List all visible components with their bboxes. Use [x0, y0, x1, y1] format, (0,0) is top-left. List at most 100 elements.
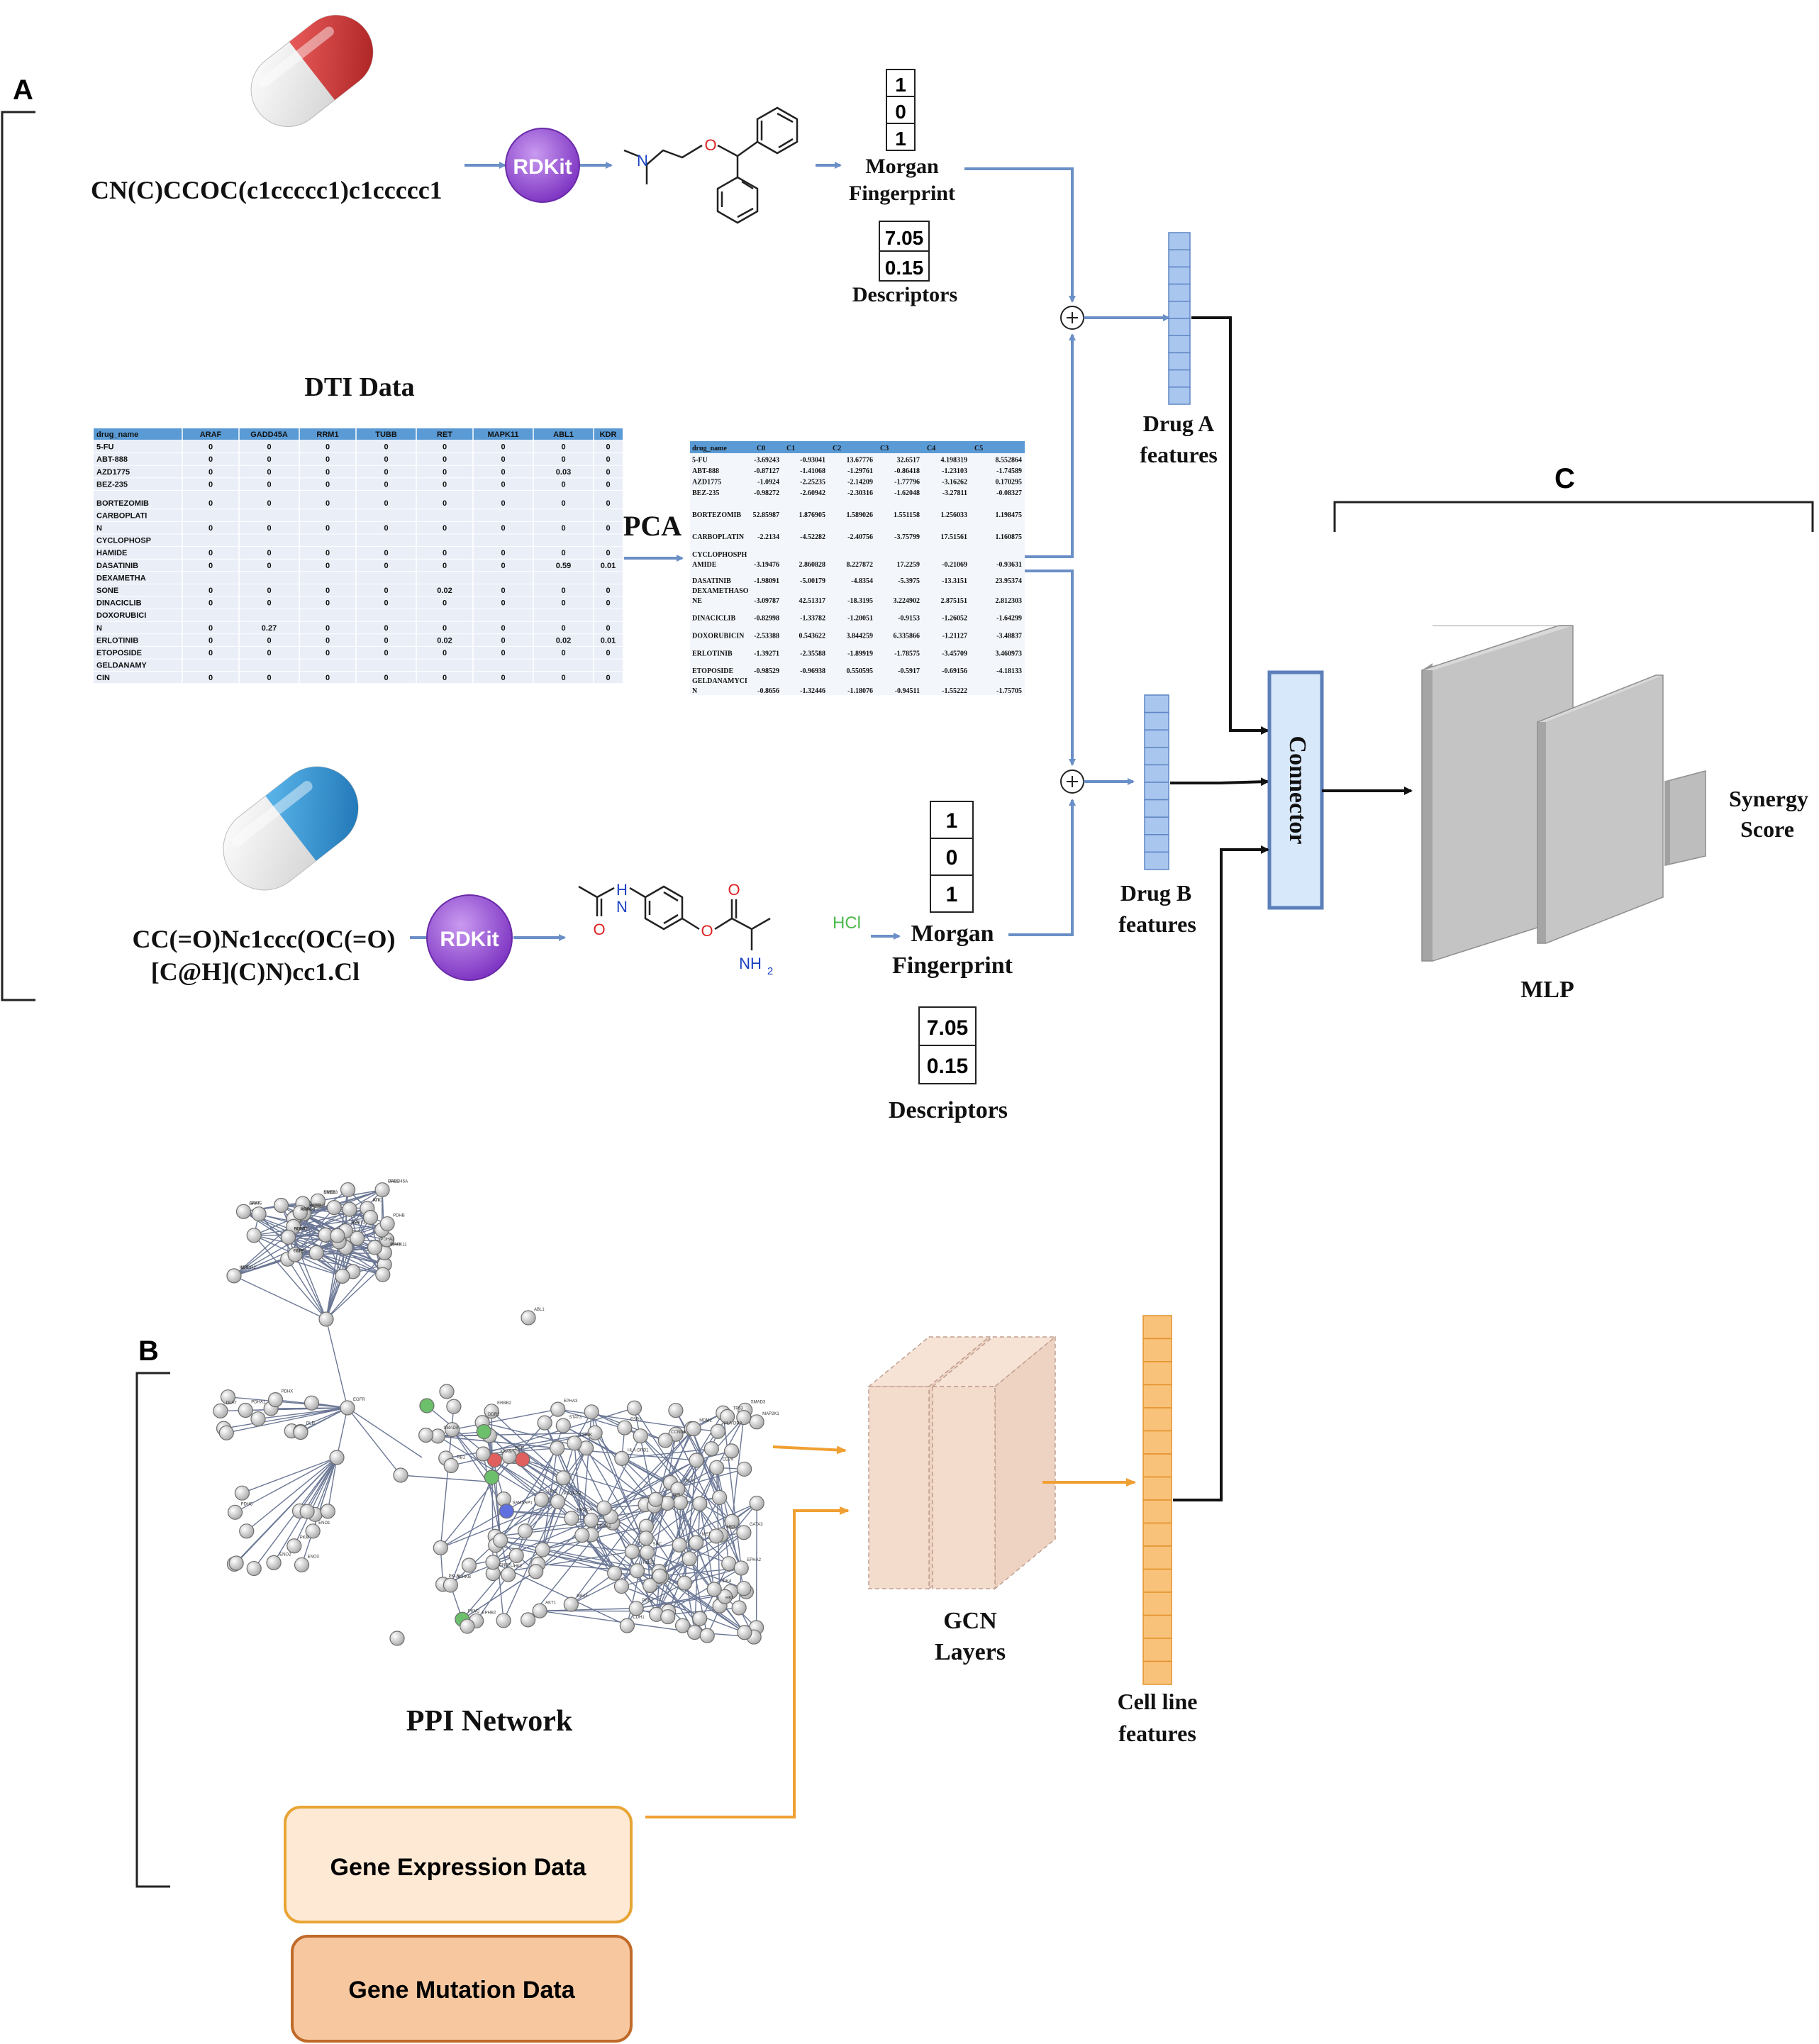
ppi-edge — [257, 1407, 348, 1420]
ppi-node — [335, 1268, 350, 1284]
feature-cell — [1142, 1476, 1172, 1501]
ppi-node — [501, 1449, 517, 1465]
ppi-node — [688, 1535, 704, 1550]
feature-cell — [1142, 1499, 1172, 1524]
ppi-edge — [684, 1567, 742, 1584]
dti-cell: 0 — [208, 480, 213, 489]
drug-a-descriptors-label: Descriptors — [852, 283, 957, 306]
ppi-node-label: CHUK — [580, 1433, 592, 1438]
ppi-node — [362, 1209, 379, 1226]
pca-cell: -0.98272 — [754, 489, 779, 497]
dti-cell: 0 — [561, 624, 565, 633]
feature-cell — [1142, 1545, 1172, 1570]
synergy-output-box — [1664, 770, 1706, 866]
ppi-nodes — [213, 1182, 764, 1646]
ppi-edge — [647, 1502, 757, 1553]
ppi-edge — [621, 1505, 655, 1587]
ppi-edge — [633, 1408, 655, 1506]
ppi-node-label: HK1 — [725, 1596, 734, 1600]
ppi-node — [439, 1384, 455, 1399]
ppi-node — [293, 1424, 308, 1440]
dti-cell: 0 — [443, 455, 447, 464]
dti-cell: 0 — [326, 468, 330, 477]
ppi-node-label: GATA3 — [750, 1523, 763, 1527]
dti-cell: 0 — [501, 549, 505, 557]
drug-a-desc-value-1: 0.15 — [885, 257, 924, 279]
pca-row-name: 5-FU — [692, 457, 708, 465]
pca-cell: -18.3195 — [847, 597, 873, 605]
cell-line-features-label-2: features — [1118, 1721, 1196, 1746]
mlp-layer-2 — [1537, 674, 1664, 944]
pca-cell: -2.60942 — [800, 489, 825, 497]
ppi-node — [652, 1568, 667, 1584]
dti-cell: 0 — [501, 443, 505, 452]
ppi-node-label: IMPDH2 — [240, 1266, 256, 1270]
dti-row-name: ETOPOSIDE — [96, 649, 142, 657]
pca-row-name: CYCLOPHOSPH — [692, 551, 747, 559]
feature-cell — [1144, 851, 1169, 870]
ppi-edge — [621, 1585, 745, 1633]
ppi-node — [227, 1504, 243, 1520]
ppi-node — [733, 1560, 749, 1576]
ppi-node — [724, 1443, 740, 1459]
ppi-edge — [557, 1448, 587, 1502]
drug-a-desc-value-0: 7.05 — [885, 227, 924, 249]
pca-row-name: DASATINIB — [692, 577, 731, 585]
ppi-edge — [562, 1477, 592, 1521]
ppi-node — [686, 1421, 701, 1437]
dti-cell: 0 — [267, 468, 271, 477]
dti-cell: 0 — [443, 524, 447, 533]
ppi-edge — [223, 1407, 348, 1429]
pca-cell: -2.40756 — [847, 533, 873, 541]
dti-cell: 0 — [501, 562, 505, 570]
ppi-node-label: KIT — [373, 1199, 380, 1203]
ppi-node-label: STAT3 — [569, 1416, 582, 1420]
dti-row-name: SONE — [96, 587, 118, 595]
pca-cell: -2.2134 — [757, 533, 779, 541]
pca-cell: 6.335866 — [894, 633, 920, 640]
ppi-edge — [326, 1241, 340, 1320]
dti-row-name: DINACICLIB — [96, 599, 142, 608]
ppi-node-label: DVL2 — [684, 1479, 695, 1484]
pca-cell: -0.9153 — [898, 615, 920, 623]
dti-row-name: 5-FU — [96, 443, 114, 452]
ppi-edge — [574, 1443, 583, 1535]
dti-cell: 0 — [208, 549, 213, 557]
pca-cell: -3.69243 — [754, 457, 779, 465]
ppi-node — [692, 1496, 708, 1511]
ppi-node — [567, 1435, 582, 1451]
pca-cell: -1.64299 — [996, 615, 1022, 623]
ppi-node — [731, 1600, 747, 1616]
drug-b-features-label-2: features — [1118, 911, 1196, 937]
feature-cell — [1142, 1384, 1172, 1409]
drug-b-fp-bit-2: 1 — [946, 883, 958, 906]
ppi-node — [239, 1523, 255, 1539]
ppi-edge — [658, 1571, 745, 1633]
dti-cell: 0 — [561, 443, 565, 452]
ppi-node — [287, 1538, 302, 1554]
pca-cell: -1.33782 — [800, 615, 825, 623]
pca-cell: -0.5917 — [898, 667, 920, 675]
ppi-node — [521, 1612, 536, 1628]
ppi-node — [226, 1268, 242, 1284]
ppi-node — [501, 1567, 516, 1582]
ppi-edge — [500, 1540, 615, 1574]
dti-cell: 0 — [267, 480, 271, 489]
ppi-edge — [544, 1422, 592, 1521]
ppi-node — [528, 1564, 544, 1579]
dti-row-name: ERLOTINIB — [96, 636, 138, 645]
dti-cell: 0 — [606, 624, 610, 633]
dti-cell: 0 — [326, 562, 330, 570]
ppi-node-label: SMAD4 — [443, 1426, 458, 1431]
dti-cell: 0 — [208, 562, 213, 570]
dti-cell: 0 — [501, 674, 505, 682]
pca-row-name: ETOPOSIDE — [692, 667, 733, 675]
pca-cell: 13.67776 — [847, 457, 874, 465]
ppi-edge — [242, 1457, 338, 1494]
ppi-node-label: ARAF — [249, 1201, 260, 1206]
pca-cell: -3.75799 — [894, 533, 920, 541]
rdkit-b-label: RDKit — [440, 928, 499, 951]
drug-a-fp-bit-1: 0 — [895, 101, 906, 123]
dti-cell: 0 — [443, 649, 447, 657]
dti-cell: 0 — [384, 624, 388, 633]
